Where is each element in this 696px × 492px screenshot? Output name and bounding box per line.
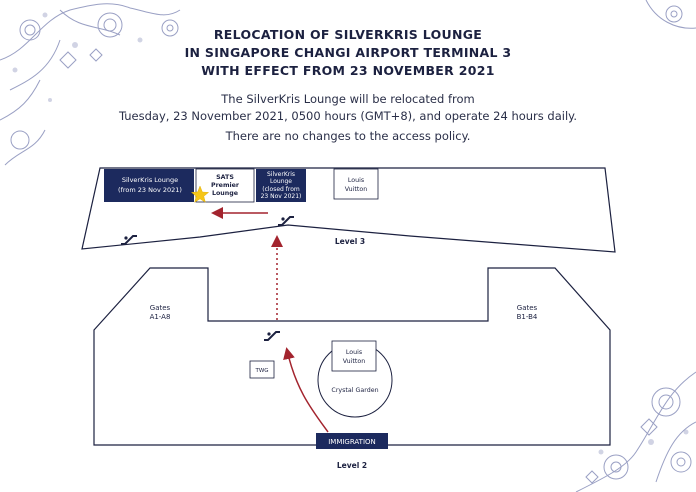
gates-right-line1: Gates: [517, 304, 538, 312]
level2-outline: [93, 267, 611, 446]
twg-label: TWG: [254, 368, 268, 374]
sats-label-line1: SATS: [216, 174, 234, 181]
notice-body-line1: The SilverKris Lounge will be relocated …: [221, 92, 475, 106]
old-silverkris-lounge-area: [256, 169, 306, 202]
gates-left-line2: A1-A8: [150, 313, 171, 321]
old-lounge-label-line1: SilverKris: [267, 171, 295, 178]
gates-right-line2: B1-B4: [517, 313, 538, 321]
twg-shop: [249, 360, 275, 379]
path-arrow-from-immigration: [283, 347, 329, 433]
escalator-icon: [264, 331, 280, 341]
notice-title-line1: RELOCATION OF SILVERKRIS LOUNGE: [213, 27, 483, 42]
louis-vuitton-level3: [333, 168, 379, 200]
lv2-label-line2: Vuitton: [343, 358, 365, 365]
notice-title-line3: WITH EFFECT FROM 23 NOVEMBER 2021: [201, 63, 495, 78]
lv3-label-line1: Louis: [348, 177, 364, 184]
old-lounge-label-line4: 23 Nov 2021): [261, 193, 302, 200]
notice-body-line2: Tuesday, 23 November 2021, 0500 hours (G…: [118, 109, 577, 123]
lv2-label-line1: Louis: [346, 349, 362, 356]
escalator-icon: [121, 235, 137, 245]
old-lounge-label-line2: Lounge: [270, 178, 292, 185]
sats-label-line2: Premier: [211, 182, 240, 189]
immigration-label: IMMIGRATION: [328, 438, 376, 446]
louis-vuitton-level2: [331, 340, 377, 372]
notice-title-line2: IN SINGAPORE CHANGI AIRPORT TERMINAL 3: [184, 45, 512, 60]
sats-premier-lounge: [195, 168, 255, 203]
level3-outline: [81, 167, 616, 253]
new-silverkris-lounge-area: [104, 169, 194, 202]
old-lounge-label-line3: (closed from: [262, 186, 300, 193]
star-icon: [190, 185, 210, 203]
floral-decoration-bottom-right: [575, 371, 696, 492]
immigration-area: [316, 433, 388, 449]
lv3-label-line2: Vuitton: [345, 186, 367, 193]
level3-label: Level 3: [335, 237, 365, 246]
sats-label-line3: Lounge: [212, 190, 238, 197]
crystal-garden-label: Crystal Garden: [331, 387, 378, 394]
level2-label: Level 2: [337, 461, 367, 470]
floral-decoration-top-left: [0, 3, 181, 166]
floral-decoration-top-right: [645, 0, 696, 29]
new-lounge-label-line1: SilverKris Lounge: [122, 176, 178, 184]
new-lounge-label-line2: (from 23 Nov 2021): [118, 186, 182, 194]
escalator-icon: [278, 216, 294, 226]
notice-body-line3: There are no changes to the access polic…: [225, 129, 471, 143]
gates-left-line1: Gates: [150, 304, 171, 312]
